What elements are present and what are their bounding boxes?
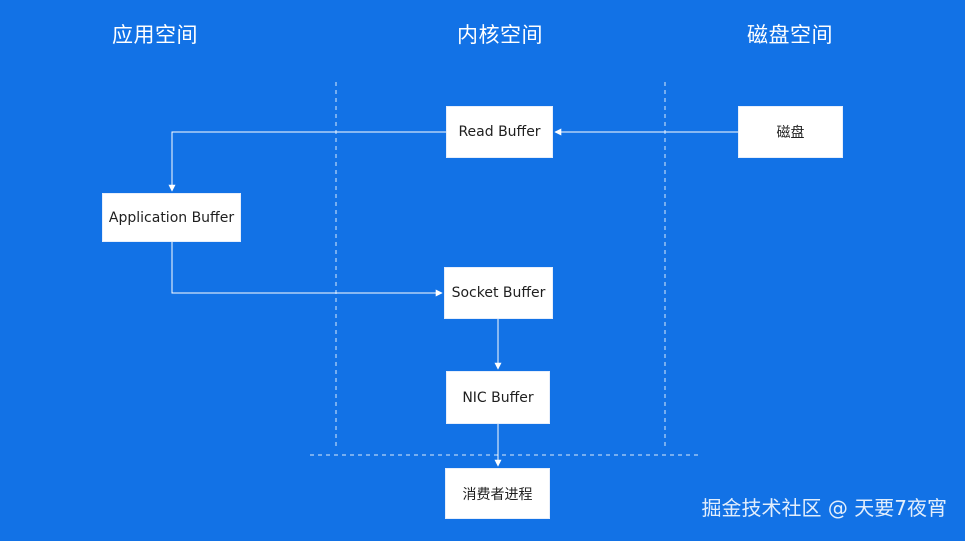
read-buffer-node: Read Buffer bbox=[446, 106, 553, 158]
application-buffer-node: Application Buffer bbox=[102, 193, 241, 242]
app-space-title: 应用空间 bbox=[112, 23, 198, 47]
nic-buffer-node: NIC Buffer bbox=[446, 371, 550, 424]
disk-node: 磁盘 bbox=[738, 106, 843, 158]
socket-buffer-node: Socket Buffer bbox=[444, 267, 553, 319]
watermark: 掘金技术社区 @ 天要7夜宵 bbox=[701, 496, 947, 520]
arrow-app-buffer-to-socket-buffer bbox=[171, 242, 443, 297]
consumer-process-node: 消费者进程 bbox=[445, 468, 550, 519]
arrow-read-buffer-to-app-buffer bbox=[168, 131, 446, 192]
disk-space-title: 磁盘空间 bbox=[747, 23, 833, 47]
kernel-space-title: 内核空间 bbox=[457, 23, 543, 47]
